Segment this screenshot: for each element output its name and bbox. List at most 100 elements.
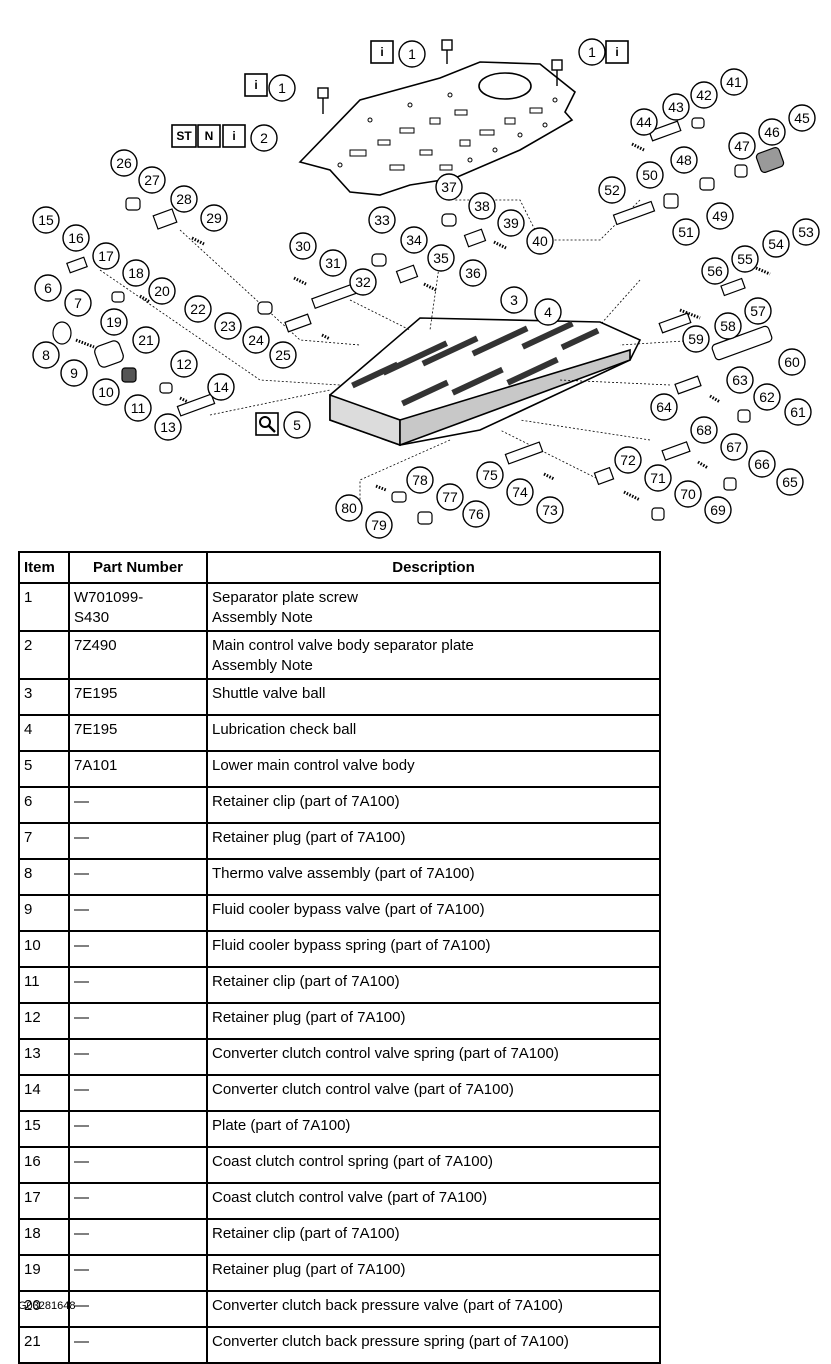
cell-item: 7 [18, 822, 70, 860]
svg-text:10: 10 [98, 384, 114, 400]
svg-text:36: 36 [465, 265, 481, 281]
callout-72: 72 [614, 446, 642, 474]
callout-65: 65 [776, 468, 804, 496]
callout-24: 24 [242, 326, 270, 354]
svg-text:14: 14 [213, 379, 229, 395]
svg-text:4: 4 [544, 304, 552, 320]
svg-text:75: 75 [482, 467, 498, 483]
svg-text:3: 3 [510, 292, 518, 308]
table-row: 7—Retainer plug (part of 7A100) [18, 822, 661, 860]
cell-item: 13 [18, 1038, 70, 1076]
svg-text:26: 26 [116, 155, 132, 171]
column-header-description: Description [206, 551, 661, 584]
lower-valve-body-drawing [329, 317, 642, 447]
table-row: 17—Coast clutch control valve (part of 7… [18, 1182, 661, 1220]
svg-text:50: 50 [642, 167, 658, 183]
svg-text:N: N [205, 129, 214, 143]
svg-text:70: 70 [680, 486, 696, 502]
svg-text:24: 24 [248, 332, 264, 348]
cell-part-number: — [68, 786, 208, 824]
cell-part-number: — [68, 1182, 208, 1220]
callout-3: 3 [500, 286, 528, 314]
svg-text:22: 22 [190, 301, 206, 317]
callout-78: 78 [406, 466, 434, 494]
cell-part-number: — [68, 930, 208, 968]
callout-77: 77 [436, 483, 464, 511]
cell-part-number: — [68, 858, 208, 896]
cell-item: 12 [18, 1002, 70, 1040]
callout-46: 46 [758, 118, 786, 146]
svg-text:25: 25 [275, 347, 291, 363]
column-header-item: Item [18, 551, 70, 584]
callout-51: 51 [672, 218, 700, 246]
callout-34: 34 [400, 226, 428, 254]
cell-part-number: — [68, 1074, 208, 1112]
callout-37: 37 [435, 173, 463, 201]
table-row: 14—Converter clutch control valve (part … [18, 1074, 661, 1112]
svg-text:31: 31 [325, 255, 341, 271]
callout-1: 1 [578, 38, 606, 66]
svg-text:76: 76 [468, 506, 484, 522]
svg-text:28: 28 [176, 191, 192, 207]
cell-description: Converter clutch back pressure valve (pa… [206, 1290, 661, 1328]
callout-33: 33 [368, 206, 396, 234]
callout-17: 17 [92, 242, 120, 270]
callout-45: 45 [788, 104, 816, 132]
cell-item: 8 [18, 858, 70, 896]
svg-text:39: 39 [503, 215, 519, 231]
cell-description: Thermo valve assembly (part of 7A100) [206, 858, 661, 896]
cell-part-number: — [68, 894, 208, 932]
svg-text:41: 41 [726, 74, 742, 90]
callout-80: 80 [335, 494, 363, 522]
callout-27: 27 [138, 166, 166, 194]
svg-text:37: 37 [441, 179, 457, 195]
separator-plate-drawing [298, 61, 577, 196]
callout-30: 30 [289, 232, 317, 260]
svg-text:19: 19 [106, 314, 122, 330]
cell-description: Converter clutch back pressure spring (p… [206, 1326, 661, 1364]
callout-25: 25 [269, 341, 297, 369]
callout-22: 22 [184, 295, 212, 323]
table-row: 12—Retainer plug (part of 7A100) [18, 1002, 661, 1040]
cell-part-number: 7E195 [68, 678, 208, 716]
cell-part-number: — [68, 1110, 208, 1148]
svg-text:43: 43 [668, 99, 684, 115]
svg-text:35: 35 [433, 250, 449, 266]
callout-23: 23 [214, 312, 242, 340]
callout-36: 36 [459, 259, 487, 287]
callout-41: 41 [720, 68, 748, 96]
svg-text:78: 78 [412, 472, 428, 488]
cell-item: 15 [18, 1110, 70, 1148]
svg-text:34: 34 [406, 232, 422, 248]
callout-26: 26 [110, 149, 138, 177]
cell-description: Coast clutch control spring (part of 7A1… [206, 1146, 661, 1184]
cell-item: 2 [18, 630, 70, 680]
svg-text:65: 65 [782, 474, 798, 490]
cell-part-number: — [68, 822, 208, 860]
callout-60: 60 [778, 348, 806, 376]
callout-74: 74 [506, 478, 534, 506]
callout-6: 6 [34, 274, 62, 302]
cell-item: 18 [18, 1218, 70, 1256]
svg-text:32: 32 [355, 274, 371, 290]
callout-58: 58 [714, 312, 742, 340]
cell-description: Retainer clip (part of 7A100) [206, 1218, 661, 1256]
callout-61: 61 [784, 398, 812, 426]
svg-text:9: 9 [70, 365, 78, 381]
svg-text:17: 17 [98, 248, 114, 264]
table-row: 16—Coast clutch control spring (part of … [18, 1146, 661, 1184]
svg-text:12: 12 [176, 356, 192, 372]
cell-description: Retainer clip (part of 7A100) [206, 786, 661, 824]
svg-text:73: 73 [542, 502, 558, 518]
valve-springs [75, 142, 771, 502]
callout-57: 57 [744, 297, 772, 325]
callout-79: 79 [365, 511, 393, 539]
svg-text:53: 53 [798, 224, 814, 240]
svg-text:i: i [615, 45, 618, 59]
svg-text:49: 49 [712, 208, 728, 224]
callout-5: 5 [283, 411, 311, 439]
cell-item: 10 [18, 930, 70, 968]
